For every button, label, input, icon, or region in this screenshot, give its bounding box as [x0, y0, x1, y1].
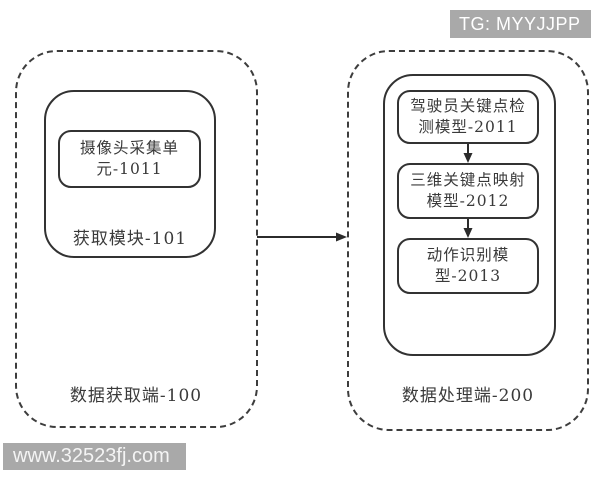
site-watermark-badge: www.32523fj.com — [3, 443, 186, 470]
tg-watermark-text: TG: MYYJJPP — [459, 13, 581, 34]
action-recognition-model-box: 动作识别模 型-2013 — [397, 238, 539, 294]
3d-keypoint-mapping-model-box: 三维关键点映射 模型-2012 — [397, 163, 539, 219]
camera-unit-line1: 摄像头采集单 — [79, 139, 179, 157]
model-2013-line1: 动作识别模 — [426, 246, 510, 264]
model-2012-line2: 模型-2012 — [426, 192, 510, 210]
model-2011-line1: 驾驶员关键点检 — [410, 97, 526, 115]
driver-keypoint-detection-model-box: 驾驶员关键点检 测模型-2011 — [397, 90, 539, 144]
arrow-left-to-right-icon — [257, 232, 347, 242]
site-watermark-text: www.32523fj.com — [13, 445, 170, 467]
data-processing-end-label: 数据处理端-200 — [401, 386, 535, 406]
camera-collection-unit-box: 摄像头采集单 元-1011 — [58, 130, 201, 188]
model-2013-line2: 型-2013 — [434, 267, 502, 285]
model-2012-line1: 三维关键点映射 — [410, 171, 526, 189]
acquisition-module-label: 获取模块-101 — [72, 229, 188, 249]
data-acquisition-end-label: 数据获取端-100 — [69, 386, 203, 406]
tg-watermark-badge: TG: MYYJJPP — [450, 10, 591, 38]
camera-unit-line2: 元-1011 — [96, 160, 163, 178]
model-2011-line2: 测模型-2011 — [418, 118, 518, 136]
